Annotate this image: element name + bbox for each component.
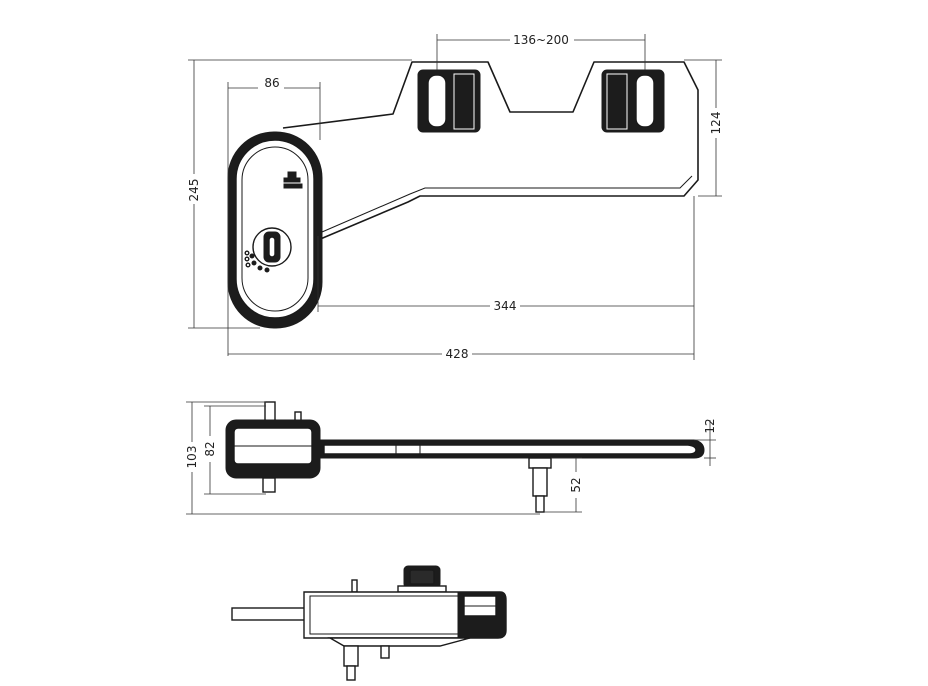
top-view: 136~200 86 245 124	[184, 32, 726, 361]
dim-label-inlet-length: 52	[569, 477, 583, 492]
dim-label-overall-length: 428	[446, 347, 469, 361]
dim-side-height-total: 103	[182, 401, 540, 515]
front-view	[231, 565, 507, 681]
dim-label-seat-hinge-spacing: 136~200	[513, 33, 569, 47]
left-hinge-slot	[417, 69, 481, 133]
dim-arm-thickness: 12	[694, 418, 717, 466]
dim-overall-height: 245	[184, 59, 412, 329]
mounting-plate-inner	[321, 175, 693, 233]
control-body-panel	[241, 146, 309, 312]
front-bottom-pipe	[343, 645, 359, 667]
nozzle-icon	[283, 171, 303, 189]
dim-label-arm-length: 344	[494, 299, 517, 313]
front-dial-knob	[397, 565, 447, 593]
dim-side-height-body: 82	[202, 405, 266, 495]
top-knob-stem	[264, 401, 276, 423]
front-left-pipe	[231, 607, 307, 621]
dim-inlet-length: 52	[544, 457, 586, 513]
right-hinge-slot	[601, 69, 665, 133]
dim-label-overall-height: 245	[187, 179, 201, 202]
inlet-fitting	[528, 457, 552, 513]
dim-body-width: 86	[227, 76, 321, 356]
dim-label-side-height-body: 82	[203, 441, 217, 456]
dim-label-side-height-total: 103	[185, 446, 199, 469]
dim-label-arm-thickness: 12	[703, 418, 717, 433]
front-bottom-stub	[380, 645, 390, 659]
dim-label-hinge-plate-height: 124	[709, 112, 723, 135]
side-view: 103 82 12 52	[182, 401, 717, 515]
dim-hinge-plate-height: 124	[684, 59, 726, 197]
dim-arm-length: 344	[317, 196, 695, 313]
body-bottom-stub	[262, 477, 276, 493]
front-top-peg	[351, 579, 358, 593]
front-body-skirt	[327, 637, 471, 647]
dim-label-body-width: 86	[264, 76, 279, 90]
pressure-dial-icon	[244, 227, 292, 273]
dim-seat-hinge-spacing: 136~200	[436, 32, 646, 70]
dim-overall-length: 428	[228, 312, 695, 361]
